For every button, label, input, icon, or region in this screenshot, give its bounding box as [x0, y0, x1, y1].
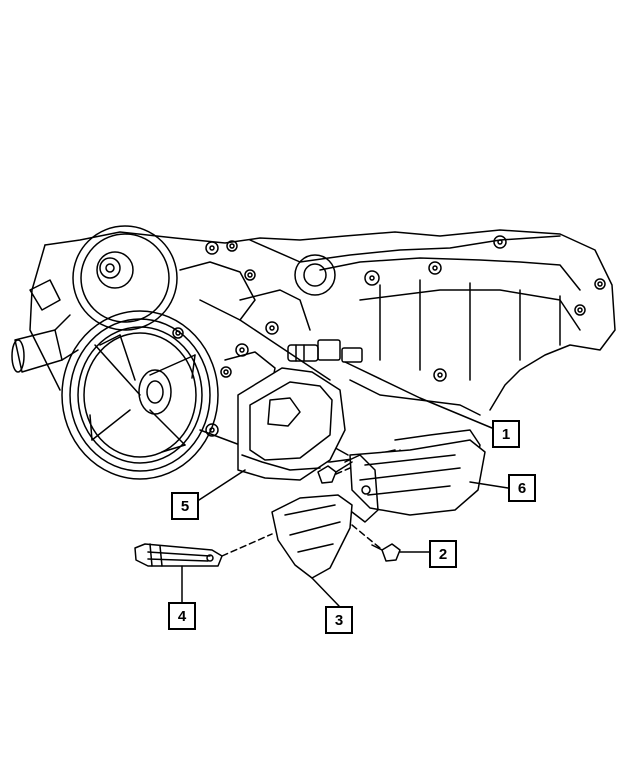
support-bracket: [134, 543, 223, 567]
callout-2: 2: [429, 540, 457, 568]
bolt-lower: [371, 543, 401, 562]
leader-lines: [181, 361, 509, 607]
mounting-bracket: [237, 367, 346, 481]
heat-shield-bracket: [271, 454, 379, 579]
callout-5: 5: [171, 492, 199, 520]
timing-cover-hub: [294, 254, 336, 296]
upper-pulley: [72, 225, 178, 331]
callout-6: 6: [508, 474, 536, 502]
assembly-lines: [221, 467, 381, 557]
water-outlet-pipe: [11, 279, 79, 373]
callout-4: 4: [168, 602, 196, 630]
sensor-connector: [287, 339, 363, 363]
bolt-upper: [317, 461, 353, 484]
callout-3: 3: [325, 606, 353, 634]
crankshaft-pulley: [61, 310, 219, 480]
callout-1: 1: [492, 420, 520, 448]
oil-pan: [349, 439, 486, 516]
